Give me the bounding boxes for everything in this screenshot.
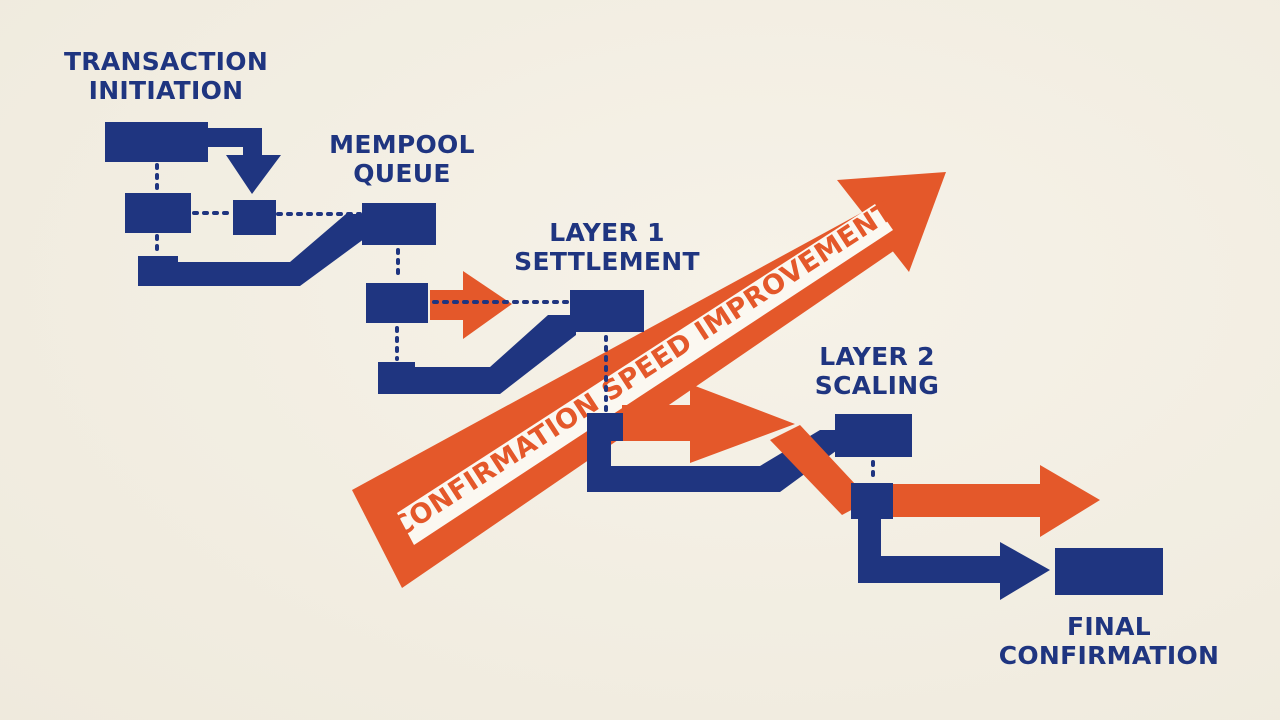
mempool-return-path xyxy=(378,315,576,394)
stage-label-line: SCALING xyxy=(814,371,940,400)
final-confirmation-block xyxy=(1055,548,1163,595)
stage-label-line: QUEUE xyxy=(353,159,451,188)
speed-arrow-head xyxy=(837,172,946,272)
stage-label-mempool-queue: MEMPOOL QUEUE xyxy=(329,130,475,188)
layer-2-scaling-block xyxy=(770,414,1100,600)
scaling-down-arrow xyxy=(858,519,1050,600)
mempool-sub-box xyxy=(366,283,428,323)
settlement-orange-arrow xyxy=(622,384,795,463)
transaction-initiation-block xyxy=(105,122,368,286)
initiation-return-path xyxy=(138,214,368,286)
scaling-box xyxy=(835,414,912,457)
stage-label-transaction-initiation: TRANSACTION INITIATION xyxy=(64,47,268,105)
stage-label-line: LAYER 2 xyxy=(819,342,935,371)
layer-1-settlement-block xyxy=(570,290,840,492)
stage-label-line: MEMPOOL xyxy=(329,130,475,159)
settlement-return-path xyxy=(587,430,840,492)
settlement-box xyxy=(570,290,644,332)
speed-banner-inner xyxy=(397,204,893,545)
stage-label-line: INITIATION xyxy=(88,76,244,105)
stage-label-line: SETTLEMENT xyxy=(514,247,700,276)
stage-label-line: LAYER 1 xyxy=(549,218,665,247)
scaling-diagonal-link xyxy=(770,425,870,515)
stage-label-final-confirmation: FINAL CONFIRMATION xyxy=(999,612,1220,670)
initiation-box xyxy=(105,122,208,162)
settlement-sub-box xyxy=(587,413,623,441)
stage-label-layer-2-scaling: LAYER 2 SCALING xyxy=(815,342,939,400)
stage-label-line: CONFIRMATION xyxy=(998,641,1220,670)
scaling-orange-arrow xyxy=(890,465,1100,537)
final-box xyxy=(1055,548,1163,595)
mempool-orange-arrow xyxy=(430,271,512,339)
initiation-sub-box xyxy=(125,193,191,233)
mempool-box xyxy=(362,203,436,245)
mempool-queue-block xyxy=(362,203,576,394)
stage-label-layer-1-settlement: LAYER 1 SETTLEMENT xyxy=(514,218,700,276)
stage-label-line: FINAL xyxy=(1066,612,1152,641)
stage-label-line: TRANSACTION xyxy=(63,47,269,76)
initiation-small-box xyxy=(233,200,276,235)
initiation-bend-arrow xyxy=(205,128,281,194)
scaling-sub-box xyxy=(851,483,893,519)
